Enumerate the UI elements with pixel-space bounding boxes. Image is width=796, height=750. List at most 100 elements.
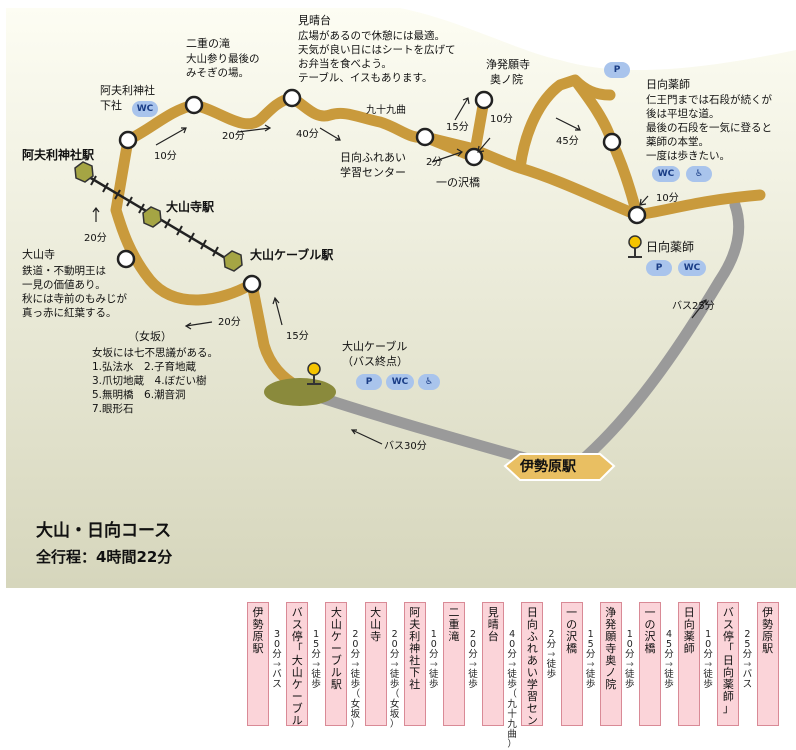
station-marker-cable: [223, 250, 243, 272]
label-afuri-shimosha-2: 下社: [100, 99, 122, 112]
point-cable-eki: [242, 274, 262, 294]
station-label-afuri: 阿夫利神社駅: [22, 148, 95, 162]
point-hinata-yakushi: [627, 205, 647, 225]
label-ichinosawa: 一の沢橋: [436, 176, 480, 189]
station-label-isehara: 伊勢原駅: [520, 459, 576, 475]
time-bus-25: バス25分: [672, 301, 715, 312]
label-kujuku: 九十九曲: [366, 105, 406, 116]
bus-stop-pin-cable: [307, 362, 321, 385]
schedule-stop: 阿夫利神社下社: [403, 602, 426, 726]
label-cable-1: 大山ケーブル: [342, 340, 408, 353]
wc-badge-yakushi-top: WC: [652, 166, 680, 182]
label-oyamadera: 大山寺: [22, 248, 55, 261]
desc-hinata-yakushi: 仁王門までは石段が続くが 後は平坦な道。 最後の石段を一気に登ると 薬師の本堂。…: [646, 94, 772, 162]
cable-ties: [90, 175, 219, 257]
bus-route-isehara-hinata: [574, 199, 745, 468]
label-fureai-1: 日向ふれあい: [340, 151, 406, 164]
schedule-stop: 伊勢原駅: [756, 602, 779, 726]
schedule-stop: 浄発願寺奥ノ院: [599, 602, 622, 726]
desc-oyamadera: 鉄道・不動明王は 一見の価値あり。 秋には寺前のもみじが 真っ赤に紅葉する。: [22, 265, 127, 319]
schedule-stop: 日向薬師: [678, 602, 701, 726]
wc-badge-yakushi-stop: WC: [678, 260, 706, 276]
time-20-c: 20分: [218, 317, 241, 328]
course-total-time: 全行程：4時間22分: [36, 548, 173, 566]
time-40: 40分: [296, 129, 319, 140]
point-afuri-shimosha: [118, 130, 138, 150]
map-top-white: [400, 0, 796, 71]
wc-badge-shimosha: WC: [132, 101, 158, 117]
time-15-a: 15分: [446, 122, 469, 133]
p-badge-yakushi-stop: P: [646, 260, 672, 276]
schedule-stop: バス停「日向薬師」: [717, 602, 740, 726]
point-miharashi: [282, 88, 302, 108]
time-bus-30: バス30分: [384, 441, 427, 452]
schedule-stop: 伊勢原駅: [247, 602, 269, 726]
route-map: 阿夫利神社駅 大山寺駅 大山ケーブル駅 伊勢原駅 阿夫利神社 下社 WC 二重の…: [6, 0, 796, 588]
desc-miharashi: 広場があるので休憩には最適。 天気が良い日にはシートを広げて お弁当を食べよう。…: [298, 30, 456, 84]
time-45: 45分: [556, 136, 579, 147]
label-fureai-2: 学習センター: [340, 166, 406, 179]
station-label-cable: 大山ケーブル駅: [250, 248, 334, 262]
label-jouhatsu-1: 浄発願寺: [486, 58, 530, 71]
accessible-icon-cable: ♿: [418, 374, 440, 390]
label-jouhatsu-2: 奥ノ院: [490, 73, 523, 86]
schedule-strip: 伊勢原駅バス停「大山ケーブル」大山ケーブル駅大山寺阿夫利神社下社二重滝見晴台日向…: [247, 602, 781, 750]
point-fureai: [415, 127, 435, 147]
point-yakushi-road: [602, 132, 622, 152]
time-2: 2分: [426, 157, 443, 168]
p-badge-yakushi: P: [604, 62, 630, 78]
point-ichinosawa: [464, 147, 484, 167]
station-label-oyamadera: 大山寺駅: [166, 200, 215, 214]
label-onnazaka: （女坂）: [128, 330, 172, 343]
label-afuri-shimosha-1: 阿夫利神社: [100, 84, 155, 97]
schedule-stop: バス停「大山ケーブル」: [286, 602, 309, 726]
accessible-icon-yakushi: ♿: [686, 166, 712, 182]
time-10-a: 10分: [154, 151, 177, 162]
schedule-stop: 見晴台: [482, 602, 505, 726]
point-jouhatsu: [474, 90, 494, 110]
desc-onnazaka: 女坂には七不思議がある。 1.弘法水 2.子育地蔵 3.爪切地蔵 4.ぼだい樹 …: [92, 347, 218, 415]
course-title: 大山・日向コース: [36, 521, 172, 541]
isehara-banner: [503, 453, 616, 481]
label-miharashi: 見晴台: [298, 14, 331, 27]
cable-terminal-pad: [264, 378, 336, 406]
p-badge-cable: P: [356, 374, 382, 390]
label-cable-2: （バス終点）: [342, 355, 408, 368]
point-nijuu-taki: [184, 95, 204, 115]
schedule-stop: 一の沢橋: [639, 602, 661, 726]
label-hinata-yakushi-stop: 日向薬師: [646, 240, 695, 254]
time-20-a: 20分: [222, 131, 245, 142]
checkpoints: [116, 88, 647, 294]
station-marker-afuri: [74, 161, 94, 183]
label-nijuu-taki: 二重の滝: [186, 37, 230, 50]
time-20-b: 20分: [84, 233, 107, 244]
time-10-c: 10分: [656, 193, 679, 204]
map-canvas: [6, 0, 796, 588]
bus-stop-pin-hinata: [628, 235, 642, 258]
time-15-b: 15分: [286, 331, 309, 342]
time-10-b: 10分: [490, 114, 513, 125]
direction-arrows: [92, 97, 707, 445]
label-hinata-yakushi-top: 日向薬師: [646, 78, 690, 91]
schedule-stop: 一の沢橋: [560, 602, 583, 726]
station-marker-oyamadera: [142, 206, 162, 228]
wc-badge-cable: WC: [386, 374, 414, 390]
schedule-stop: 大山ケーブル駅: [325, 602, 348, 726]
schedule-stop: 二重滝: [443, 602, 465, 726]
desc-nijuu-taki: 大山参り最後の みそぎの場。: [186, 53, 260, 79]
schedule-stop: 大山寺: [364, 602, 387, 726]
